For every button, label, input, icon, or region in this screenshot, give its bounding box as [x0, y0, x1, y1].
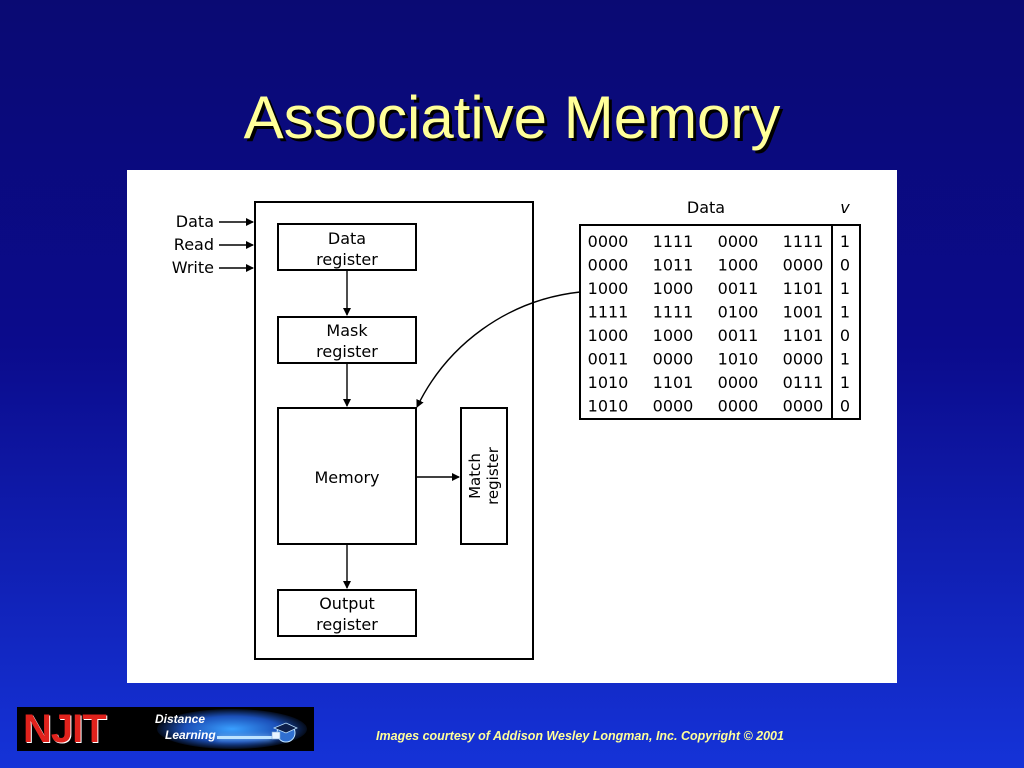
- table-frame: [579, 224, 861, 420]
- memory-unit-frame: [254, 201, 534, 660]
- table-cell-r3-c4: 1101: [783, 279, 824, 298]
- table-valid-bit-r1: 1: [840, 232, 850, 251]
- table-cell-r4-c2: 1111: [653, 303, 694, 322]
- data-register-label-2: register: [316, 250, 378, 269]
- data-register-box: [277, 223, 417, 271]
- table-data-header: Data: [687, 198, 725, 217]
- table-cell-r5-c4: 1101: [783, 326, 824, 345]
- memory-box: [277, 407, 417, 545]
- output-register-label-1: Output: [319, 594, 375, 613]
- table-cell-r4-c3: 0100: [718, 303, 759, 322]
- mask-register-label-1: Mask: [326, 321, 368, 340]
- memory-label: Memory: [314, 468, 379, 487]
- logo-line-2: Learning: [165, 728, 216, 742]
- table-cell-r3-c1: 1000: [588, 279, 629, 298]
- table-cell-r4-c1: 1111: [588, 303, 629, 322]
- table-valid-bit-r2: 0: [840, 256, 850, 275]
- table-cell-r8-c4: 0000: [783, 397, 824, 416]
- table-cell-r8-c1: 1010: [588, 397, 629, 416]
- table-cell-r2-c3: 1000: [718, 256, 759, 275]
- table-cell-r7-c3: 0000: [718, 373, 759, 392]
- table-to-memory-curve-arrow: [416, 291, 581, 408]
- input-label-read: Read: [174, 235, 214, 254]
- input-label-data: Data: [176, 212, 214, 231]
- table-cell-r7-c1: 1010: [588, 373, 629, 392]
- data-register-label-1: Data: [328, 229, 366, 248]
- table-cell-r2-c1: 0000: [588, 256, 629, 275]
- njit-logo: NJIT Distance Learning: [17, 707, 314, 751]
- graduation-cap-icon: [271, 722, 298, 743]
- table-cell-r5-c1: 1000: [588, 326, 629, 345]
- table-cell-r8-c3: 0000: [718, 397, 759, 416]
- match-register-label-1: Match: [466, 453, 484, 499]
- table-cell-r1-c3: 0000: [718, 232, 759, 251]
- image-credit: Images courtesy of Addison Wesley Longma…: [376, 729, 784, 743]
- table-cell-r3-c2: 1000: [653, 279, 694, 298]
- table-valid-bit-r6: 1: [840, 350, 850, 369]
- input-label-write: Write: [172, 258, 214, 277]
- table-valid-bit-r5: 0: [840, 326, 850, 345]
- slide-title: Associative Memory: [243, 84, 781, 151]
- output-register-label-2: register: [316, 615, 378, 634]
- table-valid-bit-r3: 1: [840, 279, 850, 298]
- associative-memory-diagram: Data Read Write Data register Mask regis…: [172, 198, 861, 660]
- table-cell-r1-c2: 1111: [653, 232, 694, 251]
- table-valid-bit-r4: 1: [840, 303, 850, 322]
- match-register-label-2: register: [484, 446, 502, 505]
- table-cell-r5-c2: 1000: [653, 326, 694, 345]
- table-cell-r6-c2: 0000: [653, 350, 694, 369]
- mask-register-label-2: register: [316, 342, 378, 361]
- table-cell-r2-c2: 1011: [653, 256, 694, 275]
- table-cell-r7-c2: 1101: [653, 373, 694, 392]
- table-cell-r1-c4: 1111: [783, 232, 824, 251]
- table-valid-bit-r7: 1: [840, 373, 850, 392]
- table-cell-r6-c4: 0000: [783, 350, 824, 369]
- diagram-panel: Data Read Write Data register Mask regis…: [127, 170, 897, 683]
- table-cell-r5-c3: 0011: [718, 326, 759, 345]
- table-valid-bit-r8: 0: [840, 397, 850, 416]
- table-cell-r1-c1: 0000: [588, 232, 629, 251]
- table-cell-r6-c3: 1010: [718, 350, 759, 369]
- table-cell-r4-c4: 1001: [783, 303, 824, 322]
- table-cell-r6-c1: 0011: [588, 350, 629, 369]
- table-cell-r7-c4: 0111: [783, 373, 824, 392]
- logo-brand: NJIT: [23, 707, 107, 751]
- table-cell-r2-c4: 0000: [783, 256, 824, 275]
- logo-line-1: Distance: [155, 712, 206, 726]
- match-register-box: [460, 407, 508, 545]
- table-cell-r8-c2: 0000: [653, 397, 694, 416]
- output-register-box: [277, 589, 417, 637]
- table-cell-r3-c3: 0011: [718, 279, 759, 298]
- table-valid-header: v: [840, 198, 850, 217]
- logo-cable: [217, 736, 272, 739]
